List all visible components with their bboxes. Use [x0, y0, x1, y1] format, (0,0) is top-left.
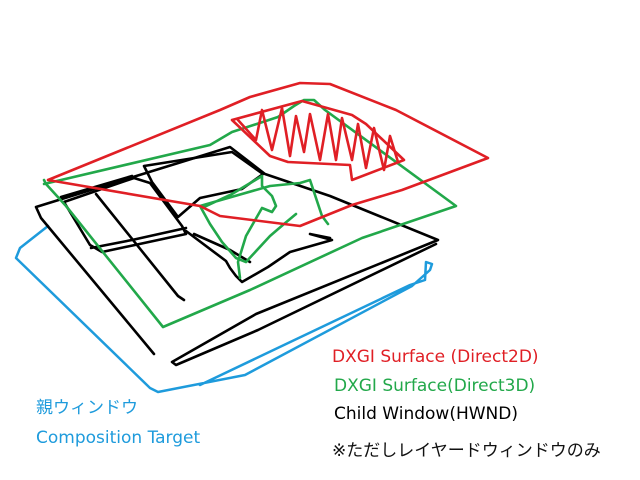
parent-window-label: 親ウィンドウ	[36, 398, 138, 418]
direct3d-surface-label: DXGI Surface(Direct3D)	[334, 376, 536, 396]
layered-window-note: ※ただしレイヤードウィンドウのみ	[332, 441, 601, 461]
parent-window-outline	[14, 224, 434, 394]
child-window-inner-panel-right	[142, 150, 265, 219]
child-window-outline	[34, 145, 440, 367]
composition-target-label: Composition Target	[36, 428, 201, 448]
child-window-inner-panel	[62, 176, 188, 254]
direct2d-surface-zigzag	[236, 106, 400, 172]
child-window-lower-rect	[59, 174, 334, 302]
child-window-frame	[34, 145, 440, 367]
direct2d-surface-label: DXGI Surface (Direct2D)	[332, 347, 539, 367]
direct2d-surface-frame	[46, 81, 490, 228]
direct3d-surface-frame	[42, 98, 458, 329]
direct2d-surface-outline	[46, 81, 490, 228]
direct2d-surface-inner	[230, 99, 406, 182]
parent-window-frame	[14, 224, 434, 394]
child-window-label: Child Window(HWND)	[334, 404, 518, 424]
